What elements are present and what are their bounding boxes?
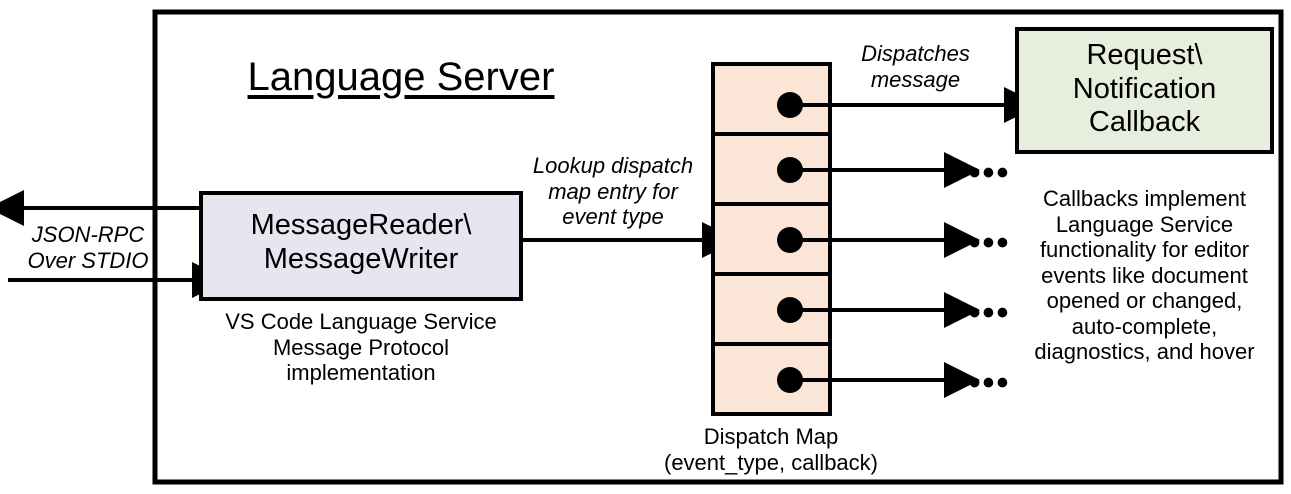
dispatch-map-caption: Dispatch Map (event_type, callback) [664,424,878,475]
dispatch-row-1[interactable] [711,62,832,136]
message-reader-writer-box[interactable] [199,191,523,301]
request-notification-callback-label: Request\ Notification Callback [1072,39,1217,139]
language-server-boundary [152,9,1284,485]
request-notification-callback-caption: Callbacks implement Language Service fun… [1034,186,1255,365]
json-rpc-label: JSON-RPC Over STDIO [27,222,149,273]
ellipsis-row-5: ••• [968,364,1011,402]
message-reader-writer-label: MessageReader\ MessageWriter [250,209,472,275]
dispatch-map-table[interactable] [711,62,832,416]
page-title: Language Server [247,55,555,99]
ellipsis-row-2: ••• [968,154,1011,192]
ellipsis-row-3: ••• [968,224,1011,262]
lookup-dispatch-annotation: Lookup dispatch map entry for event type [532,153,694,230]
dispatch-message-annotation: Dispatches message [861,41,970,92]
message-reader-writer-caption: VS Code Language Service Message Protoco… [225,309,497,386]
request-notification-callback-box[interactable] [1015,27,1274,154]
ellipsis-row-4: ••• [968,294,1011,332]
